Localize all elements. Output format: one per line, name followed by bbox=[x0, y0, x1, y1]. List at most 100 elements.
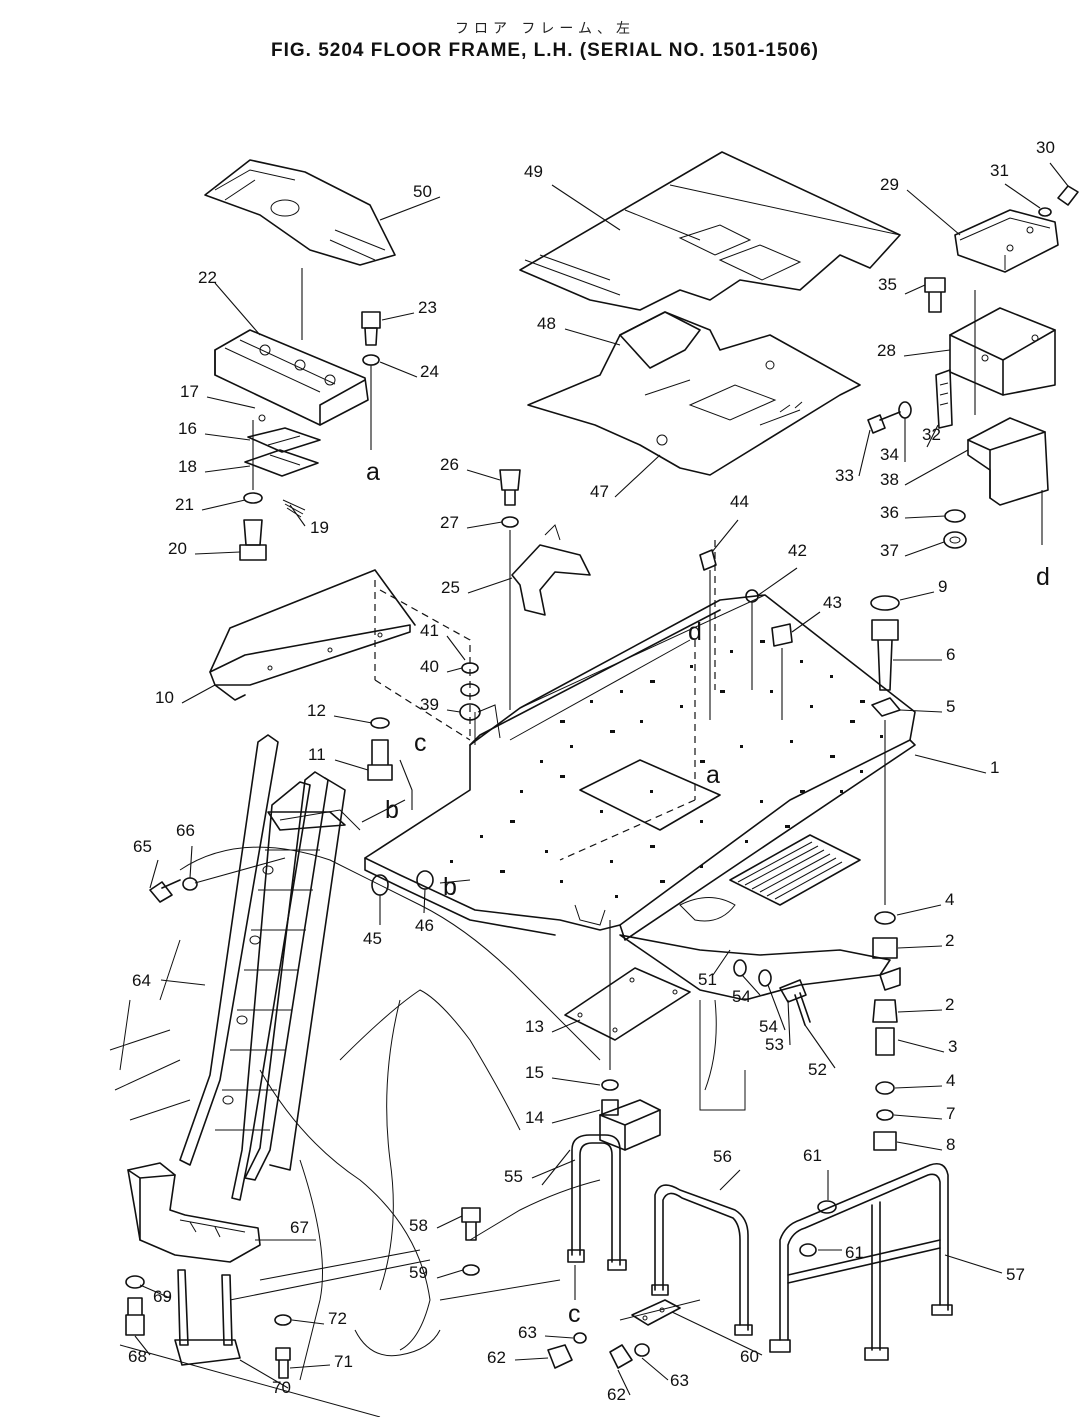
plate-13-pin-14 bbox=[564, 920, 691, 1151]
small-hardware-30-37 bbox=[867, 185, 1079, 549]
callout-56: 56 bbox=[713, 1147, 732, 1166]
frame-holes bbox=[450, 640, 883, 898]
frame-hole bbox=[500, 870, 505, 873]
callout-63: 63 bbox=[518, 1323, 537, 1342]
frame-hole bbox=[720, 690, 725, 693]
frame-hole bbox=[680, 705, 683, 708]
callout-69: 69 bbox=[153, 1287, 172, 1306]
frame-hole bbox=[510, 820, 515, 823]
frame-hole bbox=[560, 720, 565, 723]
callout-35: 35 bbox=[878, 275, 897, 294]
bracket-plate-10 bbox=[209, 569, 416, 701]
frame-hole bbox=[850, 720, 855, 723]
callout-16: 16 bbox=[178, 419, 197, 438]
ladder-64 bbox=[179, 734, 346, 1201]
hardware-58-63 bbox=[461, 1207, 650, 1369]
callout-29: 29 bbox=[880, 175, 899, 194]
callout-17: 17 bbox=[180, 382, 199, 401]
frame-hole bbox=[650, 790, 653, 793]
frame-hole bbox=[840, 790, 843, 793]
callout-6: 6 bbox=[946, 645, 955, 664]
floor-mat-49 bbox=[519, 151, 901, 311]
callout-5: 5 bbox=[946, 697, 955, 716]
callout-28: 28 bbox=[877, 341, 896, 360]
bolt-65-washer-66 bbox=[149, 877, 198, 903]
reference-a: a bbox=[366, 458, 380, 486]
plates-16-18 bbox=[239, 420, 321, 561]
callout-24: 24 bbox=[420, 362, 439, 381]
reference-d: d bbox=[688, 618, 702, 646]
pin-stack-2-9 bbox=[870, 595, 901, 1151]
callout-67: 67 bbox=[290, 1218, 309, 1237]
callout-26: 26 bbox=[440, 455, 459, 474]
callout-37: 37 bbox=[880, 541, 899, 560]
callout-72: 72 bbox=[328, 1309, 347, 1328]
frame-hole bbox=[800, 790, 805, 793]
frame-hole bbox=[560, 775, 565, 778]
callout-50: 50 bbox=[413, 182, 432, 201]
figure-title: FIG. 5204 FLOOR FRAME, L.H. (SERIAL NO. … bbox=[271, 40, 819, 61]
callout-2: 2 bbox=[945, 995, 954, 1014]
frame-hole bbox=[480, 835, 483, 838]
callout-13: 13 bbox=[525, 1017, 544, 1036]
reference-c: c bbox=[568, 1300, 581, 1328]
callout-55: 55 bbox=[504, 1167, 523, 1186]
frame-hole bbox=[570, 745, 573, 748]
frame-hole bbox=[650, 845, 655, 848]
callout-18: 18 bbox=[178, 457, 197, 476]
callout-numbers: 1223445678910111213141516171819202122232… bbox=[128, 138, 1055, 1404]
handrails-55-57 bbox=[567, 1134, 953, 1361]
bolt-23-washer-24 bbox=[361, 311, 381, 450]
frame-hole bbox=[730, 650, 733, 653]
callout-62: 62 bbox=[607, 1385, 626, 1404]
frame-hole bbox=[450, 860, 453, 863]
frame-hole bbox=[690, 665, 693, 668]
callout-7: 7 bbox=[946, 1104, 955, 1123]
callout-57: 57 bbox=[1006, 1265, 1025, 1284]
frame-hole bbox=[610, 730, 615, 733]
callout-54: 54 bbox=[759, 1017, 778, 1036]
callout-41: 41 bbox=[420, 621, 439, 640]
callout-4: 4 bbox=[945, 890, 954, 909]
frame-hole bbox=[650, 680, 655, 683]
ladder-bracket-67 bbox=[125, 1162, 292, 1379]
frame-hole bbox=[660, 880, 665, 883]
callout-8: 8 bbox=[946, 1135, 955, 1154]
frame-hole bbox=[545, 850, 548, 853]
frame-hole bbox=[700, 865, 703, 868]
frame-hole bbox=[540, 760, 543, 763]
hardware-11-12-39-41 bbox=[367, 469, 591, 781]
figure-header: フロア フレーム、左 FIG. 5204 FLOOR FRAME, L.H. (… bbox=[0, 0, 1090, 70]
callout-36: 36 bbox=[880, 503, 899, 522]
callout-65: 65 bbox=[133, 837, 152, 856]
hardware-51-54 bbox=[733, 959, 811, 1026]
frame-hole bbox=[770, 690, 773, 693]
frame-hole bbox=[790, 740, 793, 743]
machine-body-outline bbox=[109, 809, 746, 1417]
callout-12: 12 bbox=[307, 701, 326, 720]
callout-71: 71 bbox=[334, 1352, 353, 1371]
callout-22: 22 bbox=[198, 268, 217, 287]
callout-34: 34 bbox=[880, 445, 899, 464]
frame-hole bbox=[860, 700, 865, 703]
callout-1: 1 bbox=[990, 758, 999, 777]
callout-51: 51 bbox=[698, 970, 717, 989]
callout-11: 11 bbox=[308, 745, 326, 764]
japanese-title: フロア フレーム、左 bbox=[454, 21, 636, 37]
bracket-box-22 bbox=[214, 329, 369, 426]
callout-61: 61 bbox=[803, 1146, 822, 1165]
frame-hole bbox=[640, 720, 643, 723]
frame-hole bbox=[830, 675, 833, 678]
reference-c: c bbox=[414, 729, 427, 757]
frame-hole bbox=[800, 660, 803, 663]
cover-plate-50 bbox=[204, 159, 396, 340]
frame-hole bbox=[760, 640, 765, 643]
callout-43: 43 bbox=[823, 593, 842, 612]
callout-58: 58 bbox=[409, 1216, 428, 1235]
callout-64: 64 bbox=[132, 971, 151, 990]
frame-hole bbox=[700, 820, 703, 823]
dashed-reference-lines bbox=[374, 540, 716, 861]
callout-53: 53 bbox=[765, 1035, 784, 1054]
callout-20: 20 bbox=[168, 539, 187, 558]
